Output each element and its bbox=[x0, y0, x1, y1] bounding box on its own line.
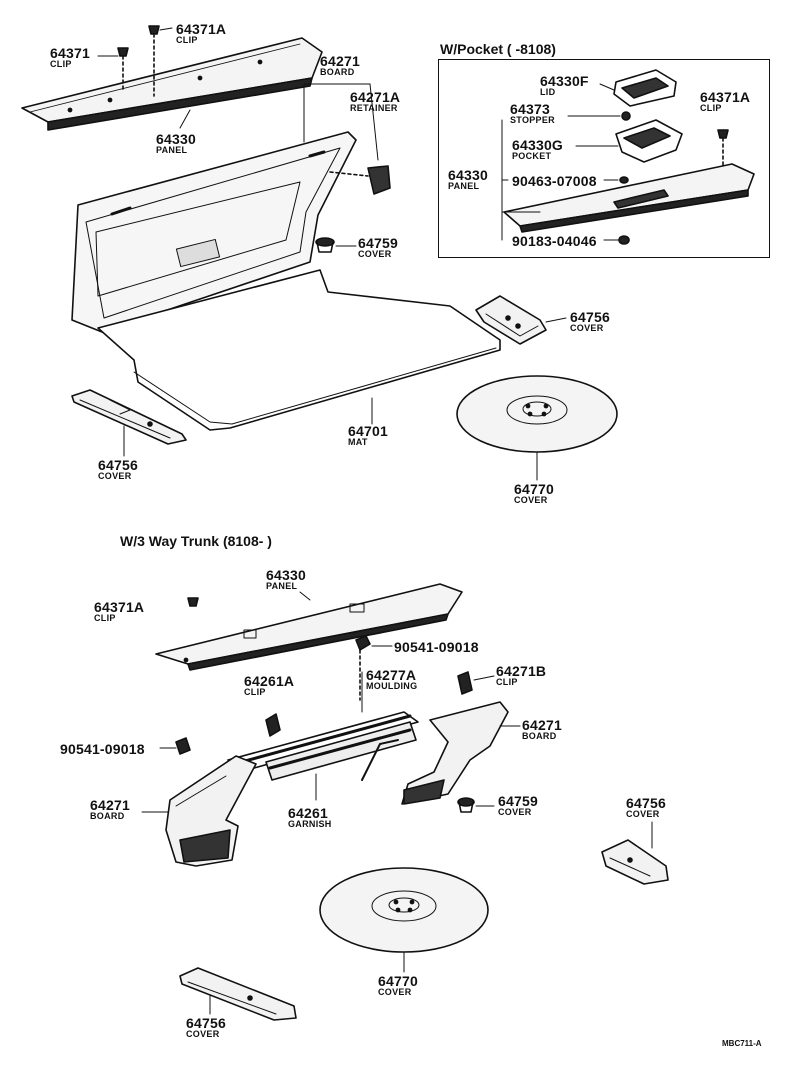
label-garnish-64261: 64261 GARNISH bbox=[288, 805, 332, 829]
label-panel-64330-top: 64330 PANEL bbox=[156, 131, 196, 155]
label-clip-64261a: 64261A CLIP bbox=[244, 673, 295, 697]
label-cover-64756-bottom-right: 64756 COVER bbox=[626, 795, 666, 819]
leader-panel-64330 bbox=[179, 109, 191, 129]
figure-code: MBC711-A bbox=[722, 1039, 762, 1048]
label-board-64271-right: 64271 BOARD bbox=[522, 717, 562, 741]
clip-64371a-bottom bbox=[187, 597, 199, 607]
label-cover-64770-bottom: 64770 COVER bbox=[378, 973, 418, 997]
label-cover-64759-bottom: 64759 COVER bbox=[498, 793, 538, 817]
label-cover-64756-bottom-left: 64756 COVER bbox=[186, 1015, 226, 1039]
cover-64756-top-left bbox=[71, 389, 187, 445]
bottom-section-title: W/3 Way Trunk (8108- ) bbox=[120, 533, 272, 549]
panel-64330-bottom bbox=[155, 583, 463, 671]
clip-64261a bbox=[265, 713, 281, 737]
mat-64701 bbox=[97, 269, 501, 431]
label-pocket-64330g: 64330G POCKET bbox=[512, 137, 564, 161]
label-cover-64759-top: 64759 COVER bbox=[358, 235, 398, 259]
leader-cover-64756-tr bbox=[545, 317, 567, 323]
board-64271-right bbox=[361, 701, 509, 805]
label-mat-64701: 64701 MAT bbox=[348, 423, 388, 447]
label-lid-64330f: 64330F LID bbox=[540, 73, 589, 97]
spare-cover-64770-bottom bbox=[319, 867, 489, 953]
label-panel-64330-inset: 64330 PANEL bbox=[448, 167, 488, 191]
label-clip-64371a-bottom: 64371A CLIP bbox=[94, 599, 145, 623]
label-bolt-90183: 90183-04046 bbox=[512, 233, 597, 249]
leader-board-64271 bbox=[303, 83, 371, 143]
leader-clip-64271b bbox=[473, 675, 495, 681]
clip-64371a-top bbox=[148, 25, 160, 97]
clip-64371 bbox=[117, 47, 129, 91]
screw-90541-top bbox=[355, 635, 371, 701]
label-retainer-64271a: 64271A RETAINER bbox=[350, 89, 401, 113]
label-stopper-64373: 64373 STOPPER bbox=[510, 101, 555, 125]
cover-64756-bottom-right bbox=[601, 839, 669, 885]
leader-lid bbox=[599, 83, 615, 91]
cover-64759-top bbox=[315, 237, 335, 253]
cover-64759-bottom bbox=[457, 797, 475, 813]
board-64271-left bbox=[165, 755, 257, 867]
label-cover-64770-top: 64770 COVER bbox=[514, 481, 554, 505]
label-screw-90541-top: 90541-09018 bbox=[394, 639, 479, 655]
retainer-64271a bbox=[329, 165, 391, 195]
pocket-64330g bbox=[615, 119, 683, 163]
garnish-64261 bbox=[265, 721, 417, 781]
panel-64330-inset bbox=[503, 163, 755, 233]
label-clip-64371a-top: 64371A CLIP bbox=[176, 21, 227, 45]
label-moulding-64277a: 64277A MOULDING bbox=[366, 667, 418, 691]
lid-64330f bbox=[613, 69, 677, 107]
label-clip-64371: 64371 CLIP bbox=[50, 45, 90, 69]
inset-pocket-box bbox=[438, 59, 770, 258]
clip-64271b bbox=[457, 671, 473, 695]
inset-title: W/Pocket ( -8108) bbox=[440, 41, 556, 57]
leader-clip-64371a bbox=[159, 27, 173, 31]
spare-cover-64770-top bbox=[456, 375, 618, 453]
label-clip-64271b: 64271B CLIP bbox=[496, 663, 547, 687]
screw-90541-left bbox=[175, 737, 191, 755]
label-board-64271-top: 64271 BOARD bbox=[320, 53, 360, 77]
cover-64756-top-right bbox=[475, 295, 547, 345]
bolt-90463 bbox=[619, 176, 629, 184]
cover-64756-bottom-left bbox=[179, 967, 297, 1021]
label-bolt-90463: 90463-07008 bbox=[512, 173, 597, 189]
label-cover-64756-top-left: 64756 COVER bbox=[98, 457, 138, 481]
clip-64371a-inset bbox=[717, 129, 729, 169]
bolt-90183 bbox=[618, 235, 630, 245]
label-board-64271-left: 64271 BOARD bbox=[90, 797, 130, 821]
leader-panel-bottom bbox=[299, 591, 311, 601]
label-panel-64330-bottom: 64330 PANEL bbox=[266, 567, 306, 591]
label-clip-64371a-inset: 64371A CLIP bbox=[700, 89, 751, 113]
leader-retainer-64271a bbox=[369, 83, 379, 161]
label-screw-90541-left: 90541-09018 bbox=[60, 741, 145, 757]
panel-64330-top bbox=[21, 37, 323, 131]
board-64271-top bbox=[71, 131, 357, 333]
stopper-64373 bbox=[621, 111, 631, 121]
label-cover-64756-top-right: 64756 COVER bbox=[570, 309, 610, 333]
